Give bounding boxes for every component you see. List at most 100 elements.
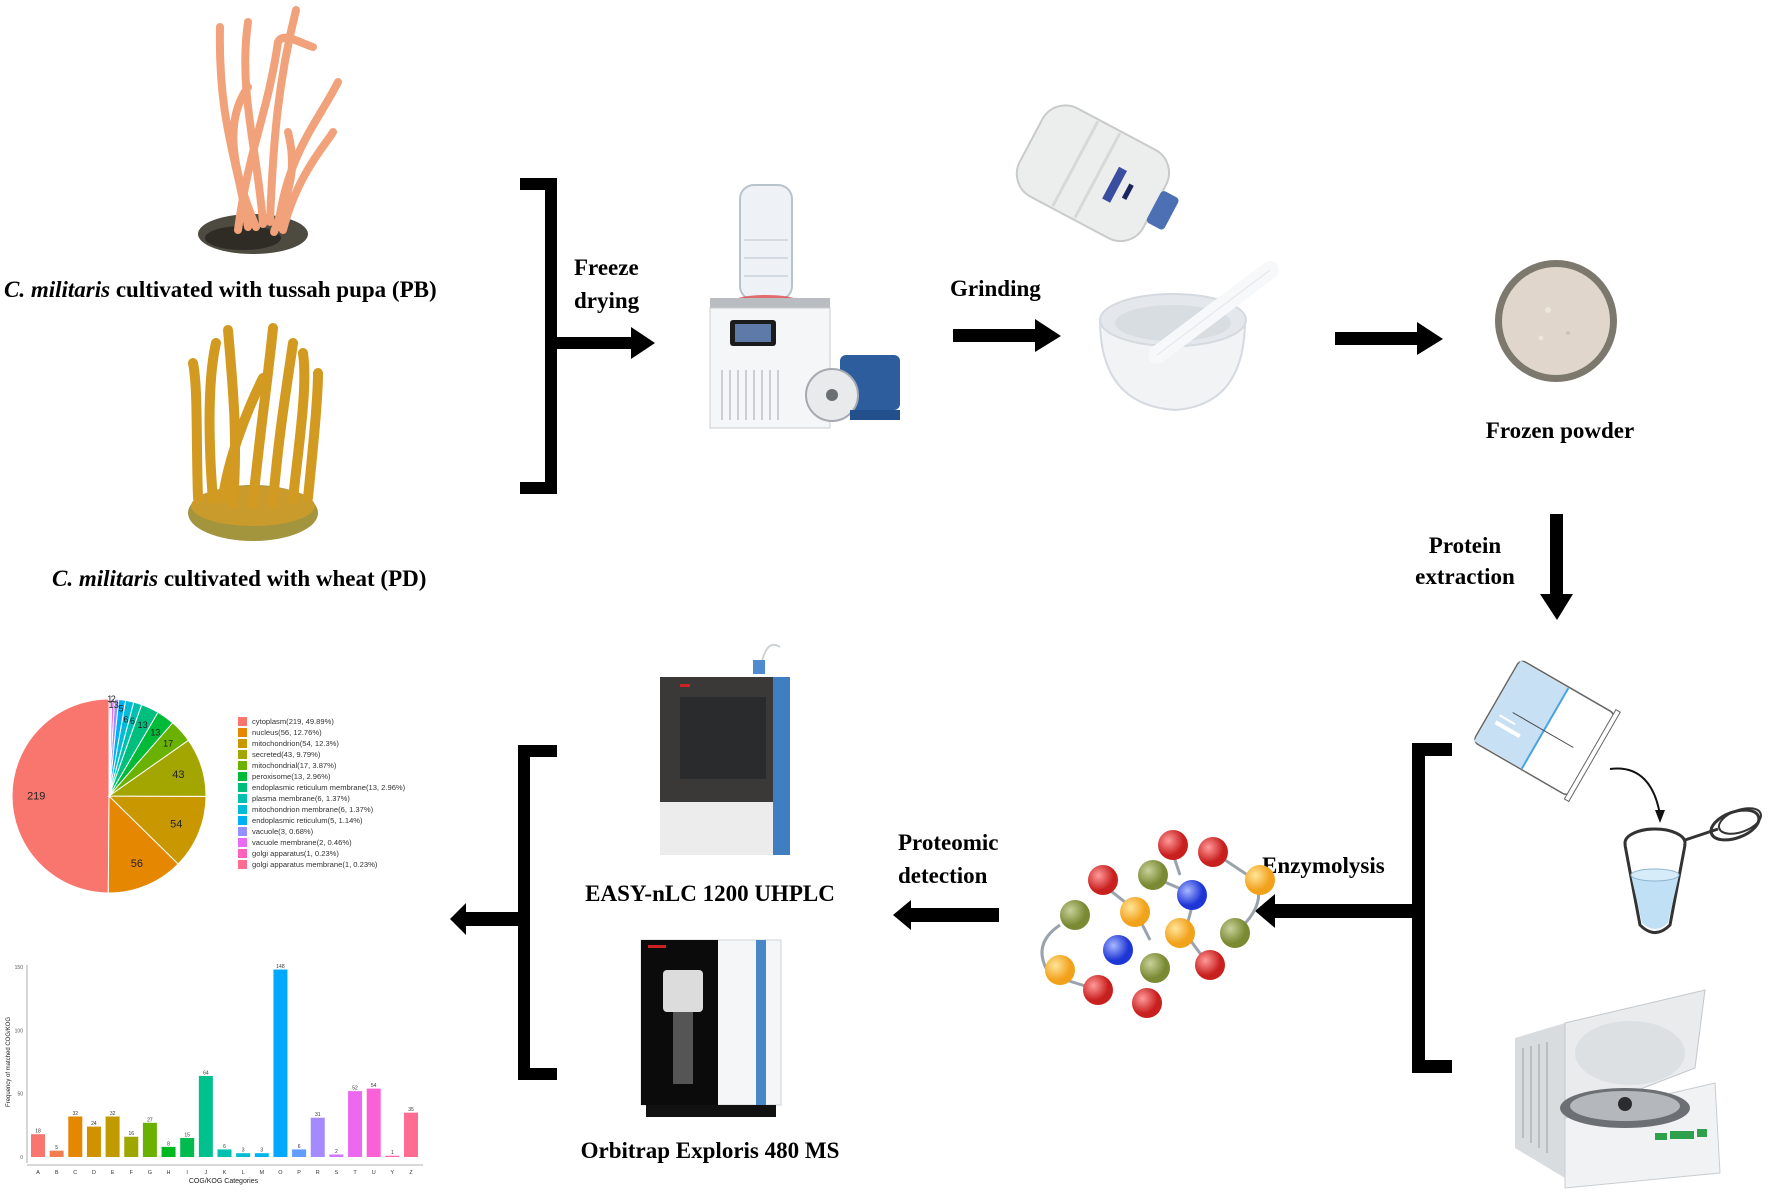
x-tick-label: R — [316, 1170, 320, 1176]
bar-A — [31, 1134, 45, 1157]
bar-value-label: 3 — [260, 1148, 263, 1154]
freeze-drying-label: Freeze drying — [574, 255, 640, 313]
protein-extraction-label: Protein extraction — [1415, 533, 1515, 589]
pie-label: 13 — [138, 720, 148, 730]
bar-O — [273, 969, 288, 1157]
uhplc-label: EASY-nLC 1200 UHPLC — [585, 881, 835, 906]
bar-value-label: 15 — [184, 1133, 190, 1139]
x-tick-label: D — [92, 1170, 96, 1176]
pie-label: 13 — [150, 727, 160, 737]
legend-item: nucleus(56, 12.76%) — [238, 727, 405, 738]
pd-species-name: C. militaris — [52, 566, 159, 591]
legend-text: endoplasmic reticulum(5, 1.14%) — [252, 816, 363, 825]
legend-swatch — [238, 717, 247, 726]
pie-slice-nucleus — [107, 794, 179, 894]
x-tick-label: I — [186, 1170, 188, 1176]
x-tick-label: Y — [391, 1170, 395, 1176]
bar-value-label: 31 — [315, 1112, 321, 1118]
enzymolysis-arrow — [1255, 894, 1415, 928]
bar-value-label: 35 — [408, 1107, 414, 1113]
bar-value-label: 2 — [335, 1149, 338, 1155]
legend-swatch — [238, 816, 247, 825]
x-tick-label: C — [73, 1170, 77, 1176]
bead-red — [1088, 865, 1118, 895]
bar-R — [310, 1117, 325, 1157]
bead-red — [1083, 975, 1113, 1005]
microtube-image — [1600, 755, 1770, 940]
frozen-powder-label: Frozen powder — [1485, 418, 1635, 443]
legend-text: mitochondrion membrane(6, 1.37%) — [252, 805, 374, 814]
centrifuge-image — [1505, 978, 1735, 1193]
legend-swatch — [238, 761, 247, 770]
bar-L — [236, 1153, 251, 1157]
bar-I — [180, 1138, 195, 1157]
bar-F — [124, 1136, 139, 1157]
bar-value-label: 64 — [203, 1070, 209, 1076]
grinding-label: Grinding — [950, 276, 1041, 301]
bar-value-label: 32 — [73, 1111, 79, 1117]
legend-item: golgi apparatus(1, 0.23%) — [238, 848, 405, 859]
legend-item: secreted(43, 9.79%) — [238, 749, 405, 760]
bar-value-label: 6 — [223, 1144, 226, 1150]
orbitrap-label: Orbitrap Exploris 480 MS — [580, 1138, 840, 1163]
bar-value-label: 32 — [110, 1111, 116, 1117]
legend-swatch — [238, 860, 247, 869]
bar-K — [217, 1149, 232, 1157]
legend-swatch — [238, 794, 247, 803]
pd-caption-rest: cultivated with wheat (PD) — [158, 566, 427, 591]
legend-text: peroxisome(13, 2.96%) — [252, 772, 331, 781]
bar-M — [254, 1153, 269, 1157]
x-tick-label: Z — [409, 1170, 413, 1176]
dewar-icon — [1015, 104, 1179, 243]
pie-label: 1 — [108, 700, 113, 710]
proteomic-detection-arrow — [893, 900, 999, 930]
bar-E — [105, 1116, 120, 1157]
legend-text: nucleus(56, 12.76%) — [252, 728, 322, 737]
bar-Z — [404, 1112, 418, 1157]
x-tick-label: A — [36, 1170, 40, 1176]
eppendorf-tube-icon — [1609, 767, 1763, 934]
bar-value-label: 54 — [371, 1083, 377, 1089]
pb-species-name: C. militaris — [4, 277, 111, 302]
x-tick-label: G — [148, 1170, 152, 1176]
bead-red — [1158, 830, 1188, 860]
results-arrow — [450, 903, 522, 935]
legend-text: mitochondrial(17, 3.87%) — [252, 761, 337, 770]
bar-J — [198, 1075, 213, 1157]
mortar-pestle-icon — [1098, 261, 1279, 412]
legend-text: endoplasmic reticulum membrane(13, 2.96%… — [252, 783, 406, 792]
y-tick-label: 100 — [15, 1028, 24, 1034]
peptides-image — [1020, 805, 1275, 1018]
bar-P — [292, 1149, 307, 1157]
bar-value-label: 16 — [128, 1131, 134, 1137]
pb-sample-image — [178, 2, 348, 257]
bead-olive — [1220, 918, 1250, 948]
legend-item: peroxisome(13, 2.96%) — [238, 771, 405, 782]
pie-label: 219 — [27, 791, 45, 803]
freeze-drying-arrow — [555, 327, 655, 359]
bar-value-label: 6 — [298, 1144, 301, 1150]
legend-item: golgi apparatus membrane(1, 0.23%) — [238, 859, 405, 870]
pie-label: 54 — [170, 819, 182, 831]
pie-label: 2 — [111, 694, 116, 704]
bar-D — [86, 1126, 101, 1157]
legend-swatch — [238, 849, 247, 858]
cordyceps-wheat-icon — [188, 323, 323, 541]
legend-text: mitochondrion(54, 12.3%) — [252, 739, 339, 748]
legend-item: endoplasmic reticulum membrane(13, 2.96%… — [238, 782, 405, 793]
pd-caption: C. militaris cultivated with wheat (PD) — [52, 565, 426, 594]
bar-value-label: 5 — [55, 1145, 58, 1151]
bar-B — [49, 1150, 64, 1157]
x-tick-label: O — [278, 1170, 283, 1176]
mass-spectrometer-icon — [640, 939, 782, 1117]
pie-legend: cytoplasm(219, 49.89%)nucleus(56, 12.76%… — [238, 716, 405, 870]
x-tick-label: H — [167, 1170, 171, 1176]
bracket-vertical — [518, 745, 530, 1080]
bead-olive — [1060, 900, 1090, 930]
legend-text: secreted(43, 9.79%) — [252, 750, 321, 759]
bar-value-label: 8 — [167, 1141, 170, 1147]
legend-swatch — [238, 838, 247, 847]
frozen-powder-image — [1493, 258, 1619, 384]
x-tick-label: T — [353, 1170, 357, 1176]
